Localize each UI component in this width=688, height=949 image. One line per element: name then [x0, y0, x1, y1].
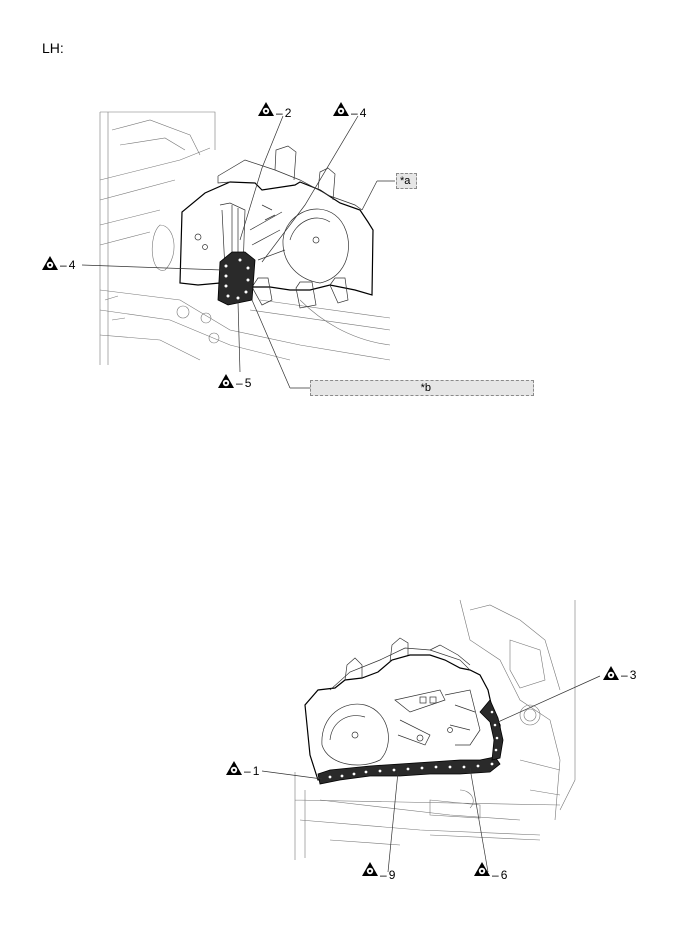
- upper-view-drawing: [42, 102, 395, 389]
- callout-9: –9: [380, 868, 396, 882]
- lower-view-drawing: [226, 599, 619, 876]
- callout-5: –5: [236, 376, 252, 390]
- callout-6: –6: [492, 868, 508, 882]
- side-label: LH:: [42, 40, 64, 56]
- callout-3: –3: [621, 668, 637, 682]
- callout-2: –2: [276, 106, 292, 120]
- tag-a: *a: [396, 173, 417, 189]
- callout-4-upper: –4: [351, 106, 367, 120]
- callout-1: –1: [244, 764, 260, 778]
- callout-4-left: –4: [60, 258, 76, 272]
- tag-b: *b: [310, 380, 534, 396]
